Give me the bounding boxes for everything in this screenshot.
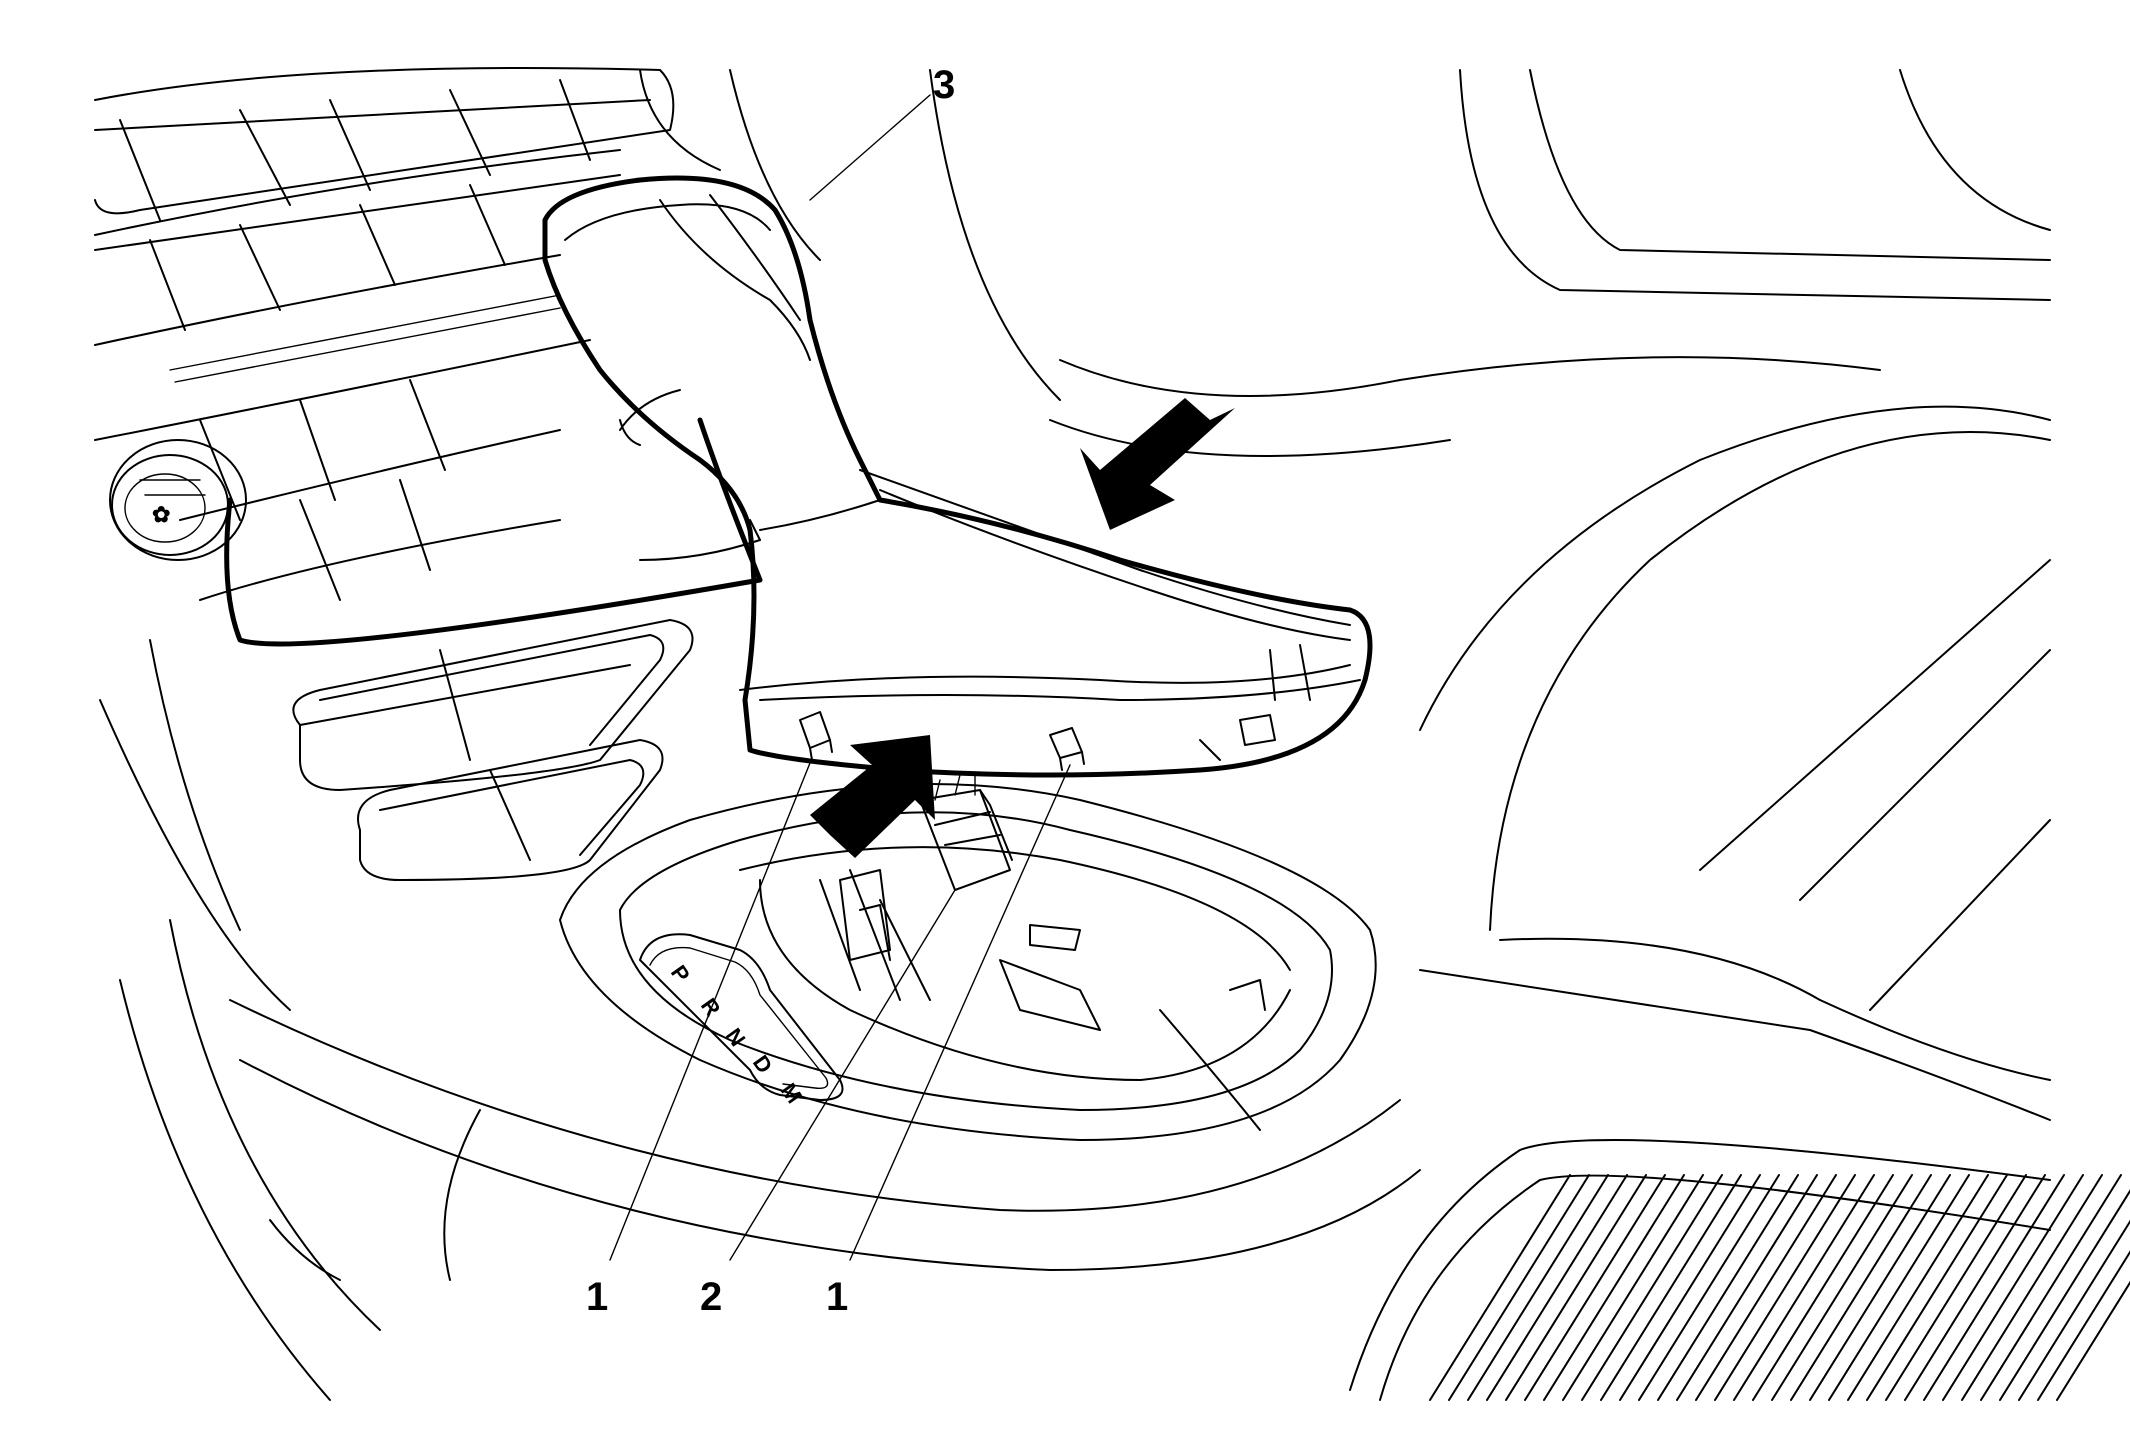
tray-rib [1733, 1174, 1875, 1401]
tray-rib [1752, 1174, 1894, 1401]
tray-rib [1885, 1174, 2027, 1401]
retaining-clip-left [799, 711, 833, 761]
leader-line-clip-right [849, 764, 1071, 1261]
tray-rib [1961, 1174, 2103, 1401]
callout-labels: 1 2 1 3 [586, 63, 955, 1319]
shift-letter-p: P [666, 961, 695, 987]
leader-line-clip-left [609, 757, 813, 1261]
callout-clip-left: 1 [586, 1275, 608, 1319]
leader-lines [609, 94, 1071, 1261]
tray-rib [1524, 1174, 1666, 1401]
tray-rib [1638, 1174, 1780, 1401]
tray-rib [1676, 1174, 1818, 1401]
tray-rib [1714, 1174, 1856, 1401]
tray-rib [1847, 1174, 1989, 1401]
storage-tray [1349, 1139, 2130, 1401]
tray-rib [1467, 1174, 1609, 1401]
tray-rib [1543, 1174, 1685, 1401]
tray-rib [1980, 1174, 2122, 1401]
tray-rib [1581, 1174, 1723, 1401]
fan-control-knob: ✿ [109, 439, 247, 561]
tray-ribs [1429, 1174, 2130, 1401]
tray-rib [1505, 1174, 1647, 1401]
tray-rib [1600, 1174, 1742, 1401]
shift-letter-r: R [696, 994, 726, 1021]
electrical-connector [919, 774, 1013, 891]
tray-rib [1809, 1174, 1951, 1401]
tray-rib [1790, 1174, 1932, 1401]
tray-rib [1942, 1174, 2084, 1401]
shift-knob-cover [542, 175, 1373, 778]
upward-arrow-icon [810, 735, 935, 858]
callout-clip-right: 1 [826, 1275, 848, 1319]
shift-indicator-plate: P R N D M [639, 933, 844, 1108]
leader-line-connector [729, 889, 956, 1261]
downward-arrow-icon [1080, 398, 1235, 530]
tray-rib [1619, 1174, 1761, 1401]
tray-rib [2037, 1250, 2130, 1401]
tray-rib [2056, 1280, 2130, 1401]
tray-rib [1828, 1174, 1970, 1401]
center-console [119, 69, 2051, 1401]
tray-rib [1866, 1174, 2008, 1401]
tray-rib [1429, 1174, 1571, 1401]
tray-rib [1562, 1174, 1704, 1401]
leader-line-knob-cover [809, 94, 931, 201]
retaining-clip-right [1049, 727, 1085, 771]
tray-rib [1999, 1189, 2130, 1401]
tray-rib [2018, 1219, 2130, 1401]
callout-shift-knob-cover: 3 [933, 63, 955, 107]
tray-rib [1771, 1174, 1913, 1401]
tray-rib [1486, 1174, 1628, 1401]
tray-rib [1695, 1174, 1837, 1401]
tray-rib [1904, 1174, 2046, 1401]
fan-icon: ✿ [152, 502, 170, 527]
shifter-bezel [559, 783, 1377, 1141]
tray-rib [1923, 1174, 2065, 1401]
climate-control-panel [99, 619, 694, 1011]
shift-letter-m: M [776, 1079, 807, 1108]
tray-rib [1448, 1174, 1590, 1401]
callout-connector: 2 [700, 1275, 722, 1319]
tray-rib [1657, 1174, 1799, 1401]
center-stack: ✿ [94, 67, 763, 647]
